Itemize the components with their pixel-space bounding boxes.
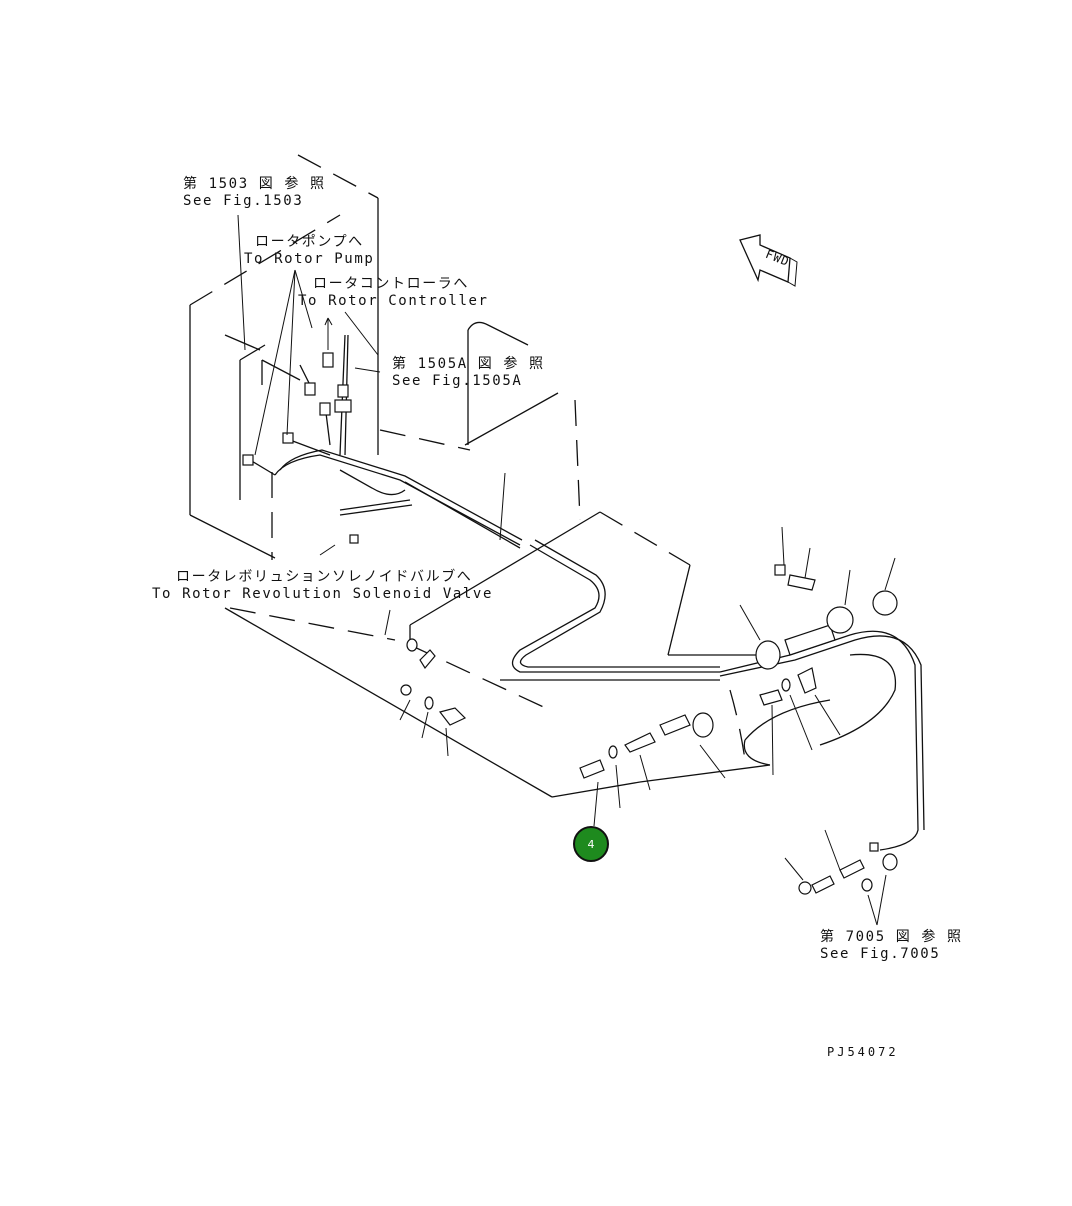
upper-panel-outline [339, 321, 581, 521]
leader-lines [237, 214, 896, 926]
solenoid-valve-label-jp: ロータレボリュションソレノイドバルブへ [176, 569, 473, 585]
ref-fig-1503-jp: 第 1503 図 参 照 [183, 176, 326, 192]
ref-fig-7005-jp: 第 7005 図 参 照 [820, 929, 963, 945]
connectors [242, 352, 898, 895]
callout-part-4-label: 4 [587, 837, 595, 851]
rotor-pump-label-en: To Rotor Pump [244, 251, 375, 267]
ref-fig-1505a-en: See Fig.1505A [392, 373, 523, 389]
rotor-controller-label-jp: ロータコントローラへ [313, 276, 469, 292]
rotor-controller-label-en: To Rotor Controller [298, 293, 489, 309]
drawing-number: PJ54072 [827, 1045, 899, 1059]
callout-part-4[interactable]: 4 [573, 826, 609, 862]
solenoid-valve-label-en: To Rotor Revolution Solenoid Valve [152, 586, 493, 602]
left-cabinet-outline [189, 154, 379, 560]
ref-fig-7005-en: See Fig.7005 [820, 946, 941, 962]
fwd-arrow-icon [739, 234, 798, 287]
rotor-pump-label-jp: ロータポンプへ [255, 234, 364, 250]
ref-fig-1503-en: See Fig.1503 [183, 193, 304, 209]
engine-outline [729, 653, 897, 766]
ref-fig-1505a-jp: 第 1505A 図 参 照 [392, 356, 545, 372]
